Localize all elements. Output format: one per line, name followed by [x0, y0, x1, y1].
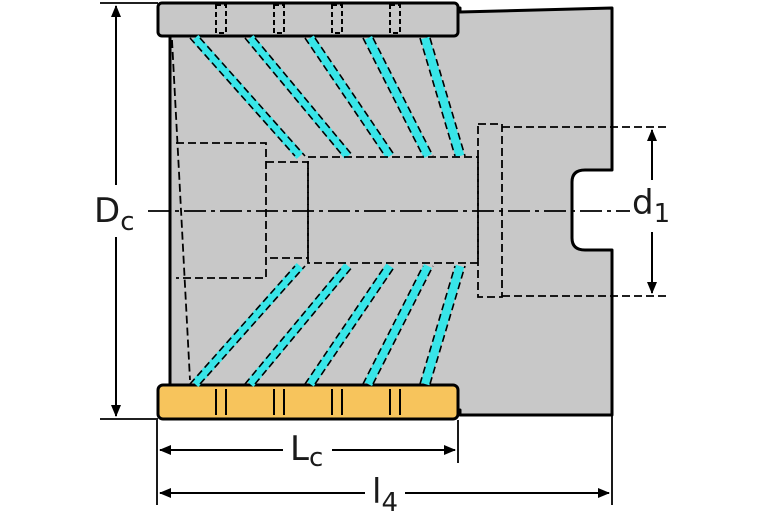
dc-dimension: Dc: [94, 4, 134, 417]
l4-dimension: l4: [159, 472, 610, 518]
lc-dimension: Lc: [159, 429, 456, 473]
dc-subscript: c: [120, 207, 134, 237]
dc-label: D: [94, 191, 120, 231]
lc-subscript: c: [309, 443, 323, 473]
svg-text:Lc: Lc: [290, 429, 323, 473]
top-rim-slots: [215, 4, 401, 34]
coolant-channels-upper: [189, 35, 466, 159]
svg-text:d1: d1: [632, 183, 670, 229]
svg-text:l4: l4: [372, 472, 398, 518]
coolant-channels-lower: [189, 263, 466, 387]
d1-label: d: [632, 183, 654, 223]
cutting-insert-strip: [156, 383, 460, 421]
lc-label: L: [290, 429, 309, 469]
top-rim: [156, 1, 460, 38]
insert-slot-lines: [215, 389, 401, 415]
l4-subscript: 4: [381, 488, 398, 518]
extension-lines: [100, 2, 613, 505]
svg-text:Dc: Dc: [94, 191, 134, 237]
d1-subscript: 1: [654, 199, 671, 229]
l4-label: l: [372, 472, 381, 512]
d1-dimension: d1: [632, 129, 670, 294]
